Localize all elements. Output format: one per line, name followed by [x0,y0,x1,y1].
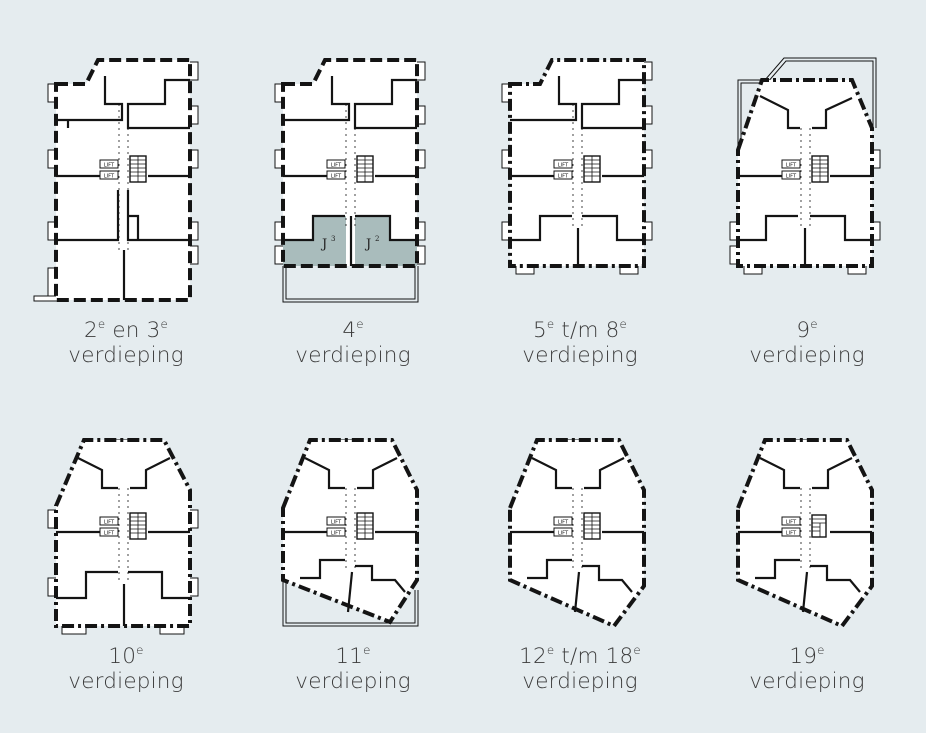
interior-walls [283,76,417,266]
facade [508,438,646,629]
floor-label-line2: verdieping [68,669,184,694]
floor-label-11: 11e verdieping [253,644,453,694]
terrace-outline [737,57,877,150]
balconies [47,439,199,635]
facade [54,438,192,628]
lift-label: LIFT [331,174,342,180]
balconies [274,61,426,265]
highlight-unit-j2 [355,216,417,266]
lift-label: LIFT [786,520,797,526]
floor-label-line1: 12e t/m 18e [519,643,641,669]
unit-label-j2: J [364,237,371,252]
floor-label-line1: 2e en 3e [83,317,169,343]
facade [54,58,192,302]
floor-label-line1: 5e t/m 8e [532,317,627,343]
lift-label: LIFT [558,174,569,180]
floor-label-2-3: 2e en 3e verdieping [26,318,226,368]
balconies [729,83,881,275]
facade [281,438,419,625]
lift-label: LIFT [558,520,569,526]
lift-label: LIFT [104,520,115,526]
facade [281,58,419,268]
floor-label-12-18: 12e t/m 18e verdieping [480,644,680,694]
floor-label-line2: verdieping [749,343,865,368]
floor-label-9: 9e verdieping [707,318,907,368]
floor-label-4: 4e verdieping [253,318,453,368]
terrace-outline [282,580,419,627]
balconies [284,439,415,611]
interior-walls [510,457,644,613]
lift-label: LIFT [331,520,342,526]
interior-walls [56,76,190,300]
floor-label-line2: verdieping [295,669,411,694]
stair-core [326,488,374,568]
floor-label-line2: verdieping [749,669,865,694]
lift-label: LIFT [786,531,797,537]
stair-core [553,104,601,228]
lift-label: LIFT [104,531,115,537]
floor-label-5-8: 5e t/m 8e verdieping [480,318,680,368]
floor-label-line2: verdieping [295,343,411,368]
lift-label: LIFT [331,531,342,537]
stair-core [781,488,827,568]
lift-label: LIFT [104,174,115,180]
unit-label-j3-sup: 3 [331,235,335,243]
balconies [501,61,653,275]
highlight-unit-j3 [283,216,346,266]
floor-area [510,440,644,626]
stair-core [99,104,147,250]
lift-label: LIFT [786,174,797,180]
interior-walls [283,457,417,613]
floor-label-line1: 9e [796,317,818,343]
lift-label: LIFT [558,531,569,537]
floor-area [283,60,417,266]
stair-core [553,488,601,568]
stair-core [99,488,147,584]
stair-core [781,128,829,228]
lift-label: LIFT [331,163,342,169]
lift-label: LIFT [786,163,797,169]
roof-terrace-outline [282,266,419,303]
stair-core [326,104,374,228]
floor-label-line2: verdieping [522,343,638,368]
balconies [740,439,871,611]
facade [736,438,874,629]
interior-walls [56,457,190,626]
facade [508,58,646,268]
floor-area [56,440,190,626]
unit-label-j2-sup: 2 [375,235,379,243]
floor-area [283,440,417,622]
floor-label-line1: 11e [335,643,371,669]
floor-label-line2: verdieping [522,669,638,694]
facade [736,78,874,268]
floor-area [56,60,190,300]
balconies [512,439,643,611]
interior-walls [738,457,872,613]
lift-label: LIFT [558,163,569,169]
floor-label-line1: 10e [108,643,144,669]
unit-label-j3: J [320,237,327,252]
interior-walls [738,95,872,266]
floor-label-line2: verdieping [68,343,184,368]
floor-label-19: 19e verdieping [707,644,907,694]
balconies [33,61,199,302]
lift-label: LIFT [104,163,115,169]
floor-label-line1: 4e [342,317,364,343]
floor-area [738,440,872,626]
floor-label-line1: 19e [789,643,825,669]
floor-area [510,60,644,266]
floor-area [738,80,872,266]
interior-walls [510,76,644,266]
floor-label-10: 10e verdieping [26,644,226,694]
